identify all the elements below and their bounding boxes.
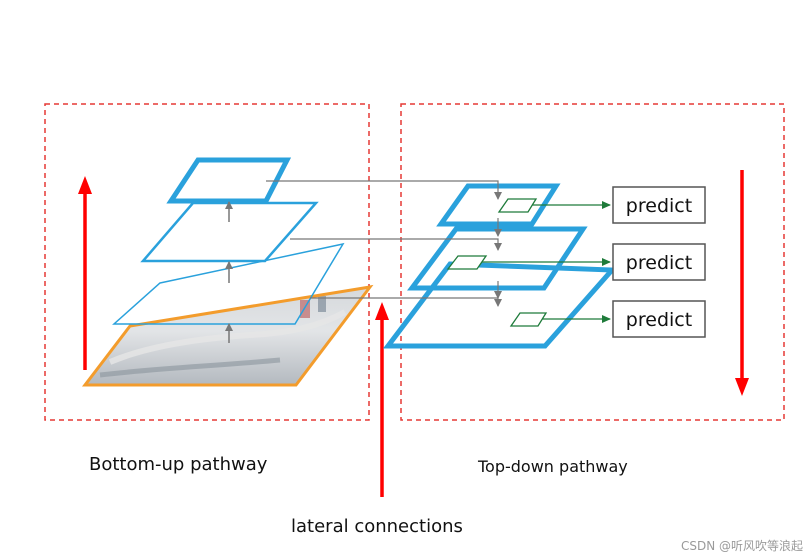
bottom-up-level-3 (166, 157, 292, 204)
top-down-frame (400, 103, 785, 421)
predict-box-1: predict (612, 186, 706, 224)
top-down-level-2 (407, 226, 588, 291)
top-down-level-1 (382, 261, 618, 349)
top-down-pathway-label: Top-down pathway (478, 457, 628, 476)
top-down-arrow (735, 170, 749, 396)
bottom-up-frame (44, 103, 370, 421)
top-down-level-3 (436, 183, 561, 227)
anchor-window-3 (497, 198, 538, 213)
predict-links (482, 201, 611, 323)
predict-label-3: predict (626, 309, 692, 331)
predict-box-3: predict (612, 300, 706, 338)
anchor-window-1 (509, 312, 548, 327)
predict-label-2: predict (626, 252, 692, 274)
predict-box-2: predict (612, 243, 706, 281)
anchor-window-2 (446, 255, 488, 270)
watermark: CSDN @听风吹等浪起 (680, 539, 803, 553)
bottom-up-level-1 (112, 242, 345, 325)
bottom-up-level-2 (140, 201, 319, 263)
input-image (81, 284, 374, 387)
bottom-up-arrow (78, 176, 92, 370)
lateral-connections-arrow (375, 302, 389, 497)
lateral-connections-label: lateral connections (291, 516, 463, 537)
predict-label-1: predict (626, 195, 692, 217)
bottom-up-pathway-label: Bottom-up pathway (89, 454, 268, 475)
